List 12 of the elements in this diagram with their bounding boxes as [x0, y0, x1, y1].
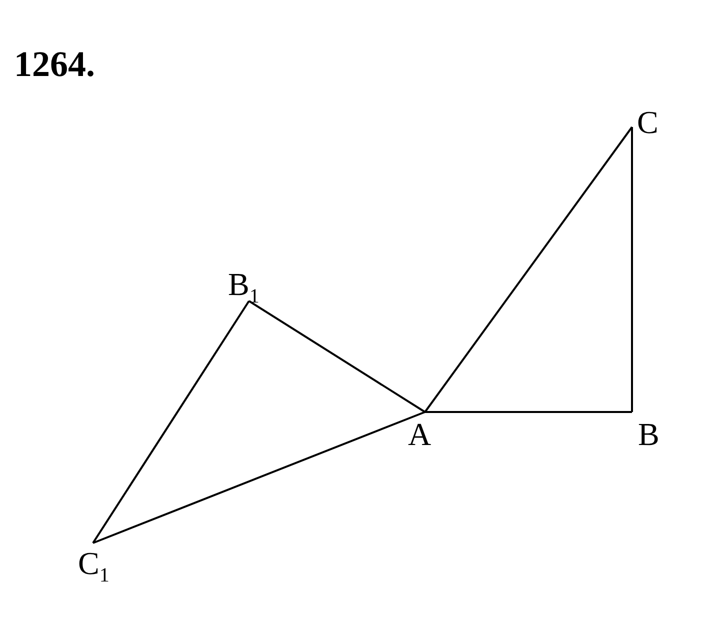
- vertex-label: B$_{1}$: [228, 268, 260, 312]
- triangle-side: [248, 300, 426, 413]
- vertex-label: A: [408, 418, 432, 450]
- triangle-side: [92, 300, 250, 544]
- triangle-side: [92, 411, 426, 544]
- vertex-label: B: [638, 418, 660, 450]
- vertex-label: C$_{1}$: [78, 547, 110, 592]
- triangle-side: [425, 411, 632, 413]
- vertex-label: C: [637, 106, 658, 138]
- problem-number: 1264.: [14, 44, 95, 84]
- triangle-side: [424, 126, 633, 413]
- triangle-side: [631, 127, 633, 412]
